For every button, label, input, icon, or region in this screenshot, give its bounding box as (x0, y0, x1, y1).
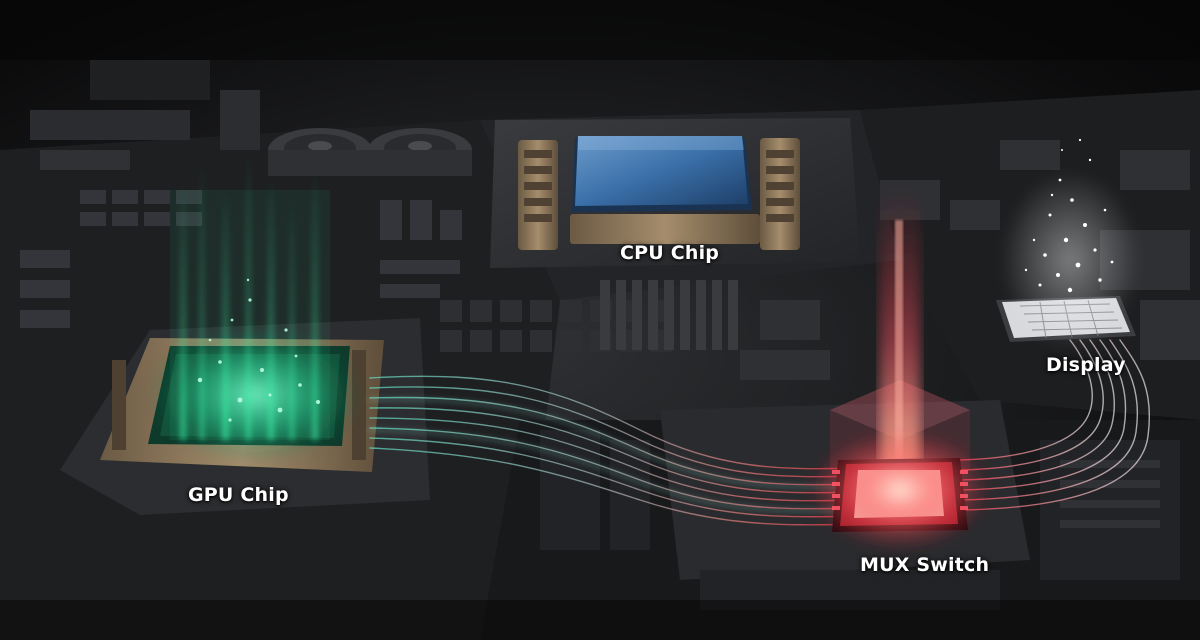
gpu-chip (60, 150, 430, 515)
display-module (996, 138, 1140, 350)
cpu-chip (490, 118, 860, 268)
mux-switch-label: MUX Switch (860, 554, 990, 576)
fan-modules (268, 128, 472, 176)
cpu-chip-label: CPU Chip (620, 242, 720, 264)
data-flow-lines (368, 339, 1151, 526)
mux-switch-chip (810, 190, 990, 550)
display-label: Display (1046, 354, 1126, 376)
gpu-chip-label: GPU Chip (188, 484, 289, 506)
